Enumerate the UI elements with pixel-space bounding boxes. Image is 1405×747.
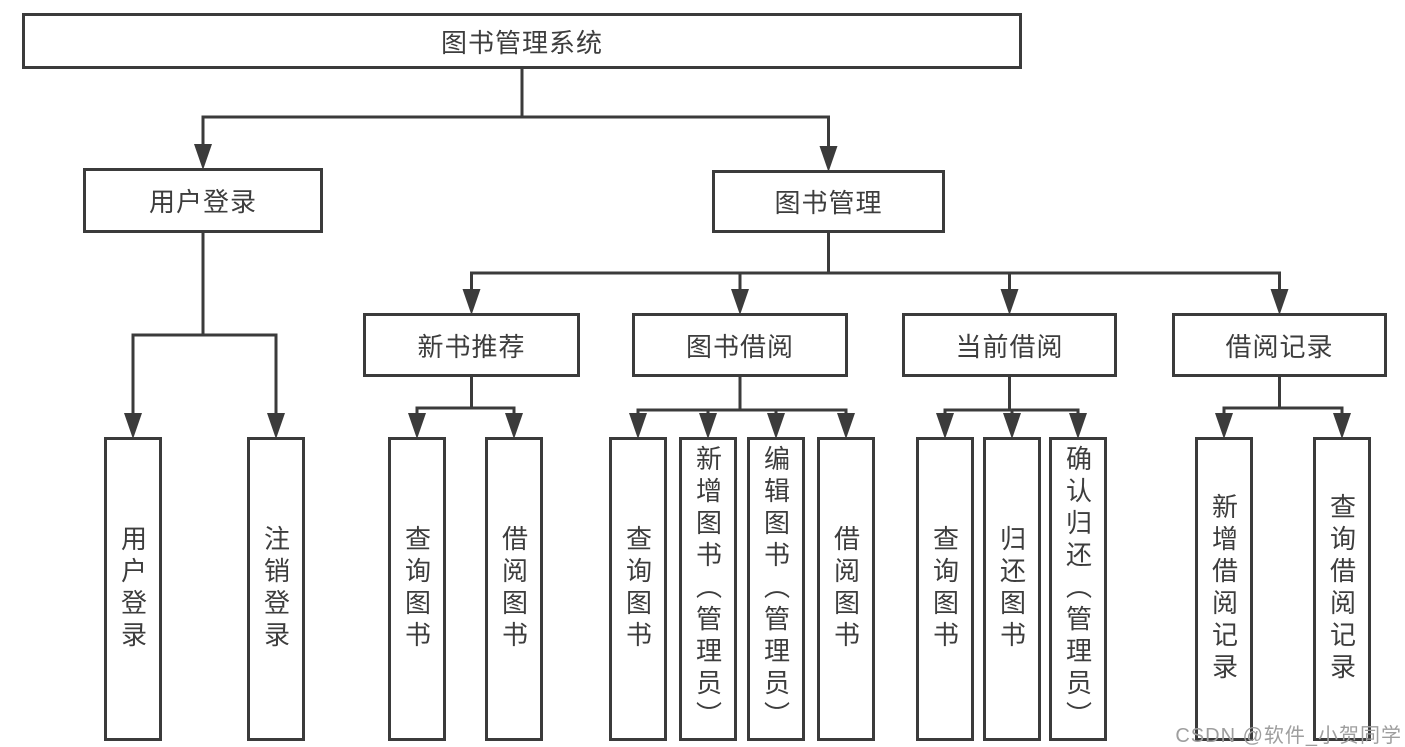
box-leaf-return-book: 归还图书 (983, 437, 1041, 741)
box-leaf-query-book-3: 查询图书 (916, 437, 974, 741)
arrowhead-leaf-query-record (1333, 413, 1351, 439)
arrowhead-leaf-borrow-book-2 (837, 413, 855, 439)
arrowhead-current-borrow (1000, 289, 1019, 315)
arrowhead-leaf-add-record (1215, 413, 1233, 439)
arrowhead-leaf-user-login (124, 413, 142, 439)
edge-book-mgmt (470, 231, 1281, 303)
edge-new-book-recommend (415, 375, 516, 427)
arrowhead-leaf-query-book-1 (408, 413, 426, 439)
box-leaf-add-book: 新增图书（管理员） (679, 437, 737, 741)
box-leaf-borrow-book-2: 借阅图书 (817, 437, 875, 741)
arrowhead-leaf-confirm-return (1069, 413, 1087, 439)
arrowhead-borrow-records (1270, 289, 1289, 315)
box-leaf-query-record: 查询借阅记录 (1313, 437, 1371, 741)
edge-borrow-records (1222, 375, 1344, 427)
box-current-borrow: 当前借阅 (902, 313, 1117, 377)
arrowhead-leaf-edit-book (767, 413, 785, 439)
box-leaf-logout: 注销登录 (247, 437, 305, 741)
box-book-mgmt: 图书管理 (712, 170, 945, 233)
arrowhead-leaf-return-book (1003, 413, 1021, 439)
box-root: 图书管理系统 (22, 13, 1022, 69)
arrowhead-book-mgmt (819, 146, 838, 172)
box-leaf-user-login: 用户登录 (104, 437, 162, 741)
box-new-book-recommend: 新书推荐 (363, 313, 580, 377)
edge-root (201, 67, 830, 160)
arrowhead-leaf-query-book-2 (629, 413, 647, 439)
arrowhead-user-login (194, 144, 212, 170)
arrowhead-new-book-recommend (462, 289, 481, 315)
box-leaf-borrow-book-1: 借阅图书 (485, 437, 543, 741)
edge-user-login (131, 231, 278, 427)
box-leaf-query-book-1: 查询图书 (388, 437, 446, 741)
box-leaf-edit-book: 编辑图书（管理员） (747, 437, 805, 741)
box-leaf-query-book-2: 查询图书 (609, 437, 667, 741)
arrowhead-book-borrow (731, 289, 749, 315)
box-user-login: 用户登录 (83, 168, 323, 233)
arrowhead-leaf-add-book (699, 413, 717, 439)
arrowhead-leaf-borrow-book-1 (505, 413, 523, 439)
arrowhead-leaf-logout (267, 413, 285, 439)
box-borrow-records: 借阅记录 (1172, 313, 1387, 377)
box-leaf-confirm-return: 确认归还（管理员） (1049, 437, 1107, 741)
box-leaf-add-record: 新增借阅记录 (1195, 437, 1253, 741)
arrowhead-leaf-query-book-3 (936, 413, 954, 439)
box-book-borrow: 图书借阅 (632, 313, 848, 377)
